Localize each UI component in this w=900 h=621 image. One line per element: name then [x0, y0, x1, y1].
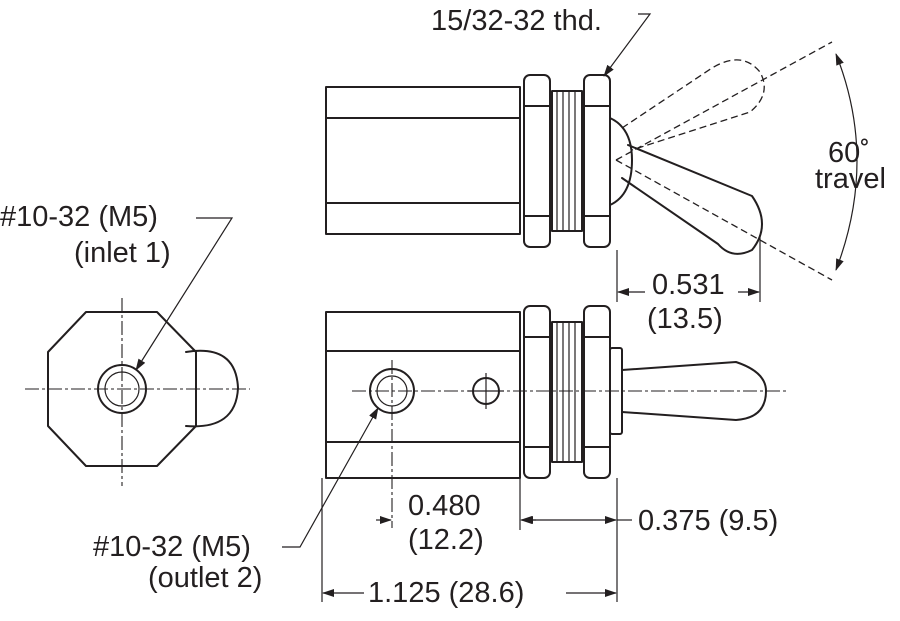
- travel-angle-label: travel: [815, 163, 886, 195]
- bushing-dimension: 0.375 (9.5): [521, 478, 778, 537]
- outlet-size-label: #10-32 (M5): [93, 531, 251, 563]
- end-view-hex-body: [47, 311, 197, 467]
- side-view-bushing-threads: [551, 321, 583, 463]
- port-position-mm: (12.2): [408, 524, 484, 556]
- side-view-right-nut: [583, 305, 611, 479]
- thread-label: 15/32-32 thd.: [431, 5, 602, 37]
- top-view-right-nut: [583, 74, 611, 248]
- travel-ray-upper: [615, 41, 833, 161]
- outlet-callout: #10-32 (M5) (outlet 2): [93, 407, 379, 594]
- inlet-leader-line: [135, 217, 234, 371]
- overall-length-dimension: 1.125 (28.6): [321, 478, 618, 609]
- thread-callout: 15/32-32 thd.: [431, 5, 652, 77]
- top-view-lever-solid: [621, 144, 763, 255]
- lever-length-mm: (13.5): [647, 303, 723, 335]
- thread-leader-line: [603, 13, 652, 77]
- travel-angle-callout: 60˚ travel: [815, 137, 886, 195]
- end-view: [25, 298, 250, 486]
- top-view-lever-hub: [609, 117, 633, 206]
- end-view-lever-knob: [185, 349, 239, 428]
- port-position-inches: 0.480: [408, 490, 481, 522]
- side-view-body: [325, 311, 521, 479]
- top-view-bushing-threads: [551, 90, 583, 232]
- outlet-name-label: (outlet 2): [148, 562, 262, 594]
- bushing-length-label: 0.375 (9.5): [638, 505, 778, 537]
- inlet-name-label: (inlet 1): [74, 237, 171, 269]
- top-view-body: [325, 86, 521, 235]
- overall-length-label: 1.125 (28.6): [368, 577, 524, 609]
- outlet-leader-line: [282, 407, 379, 548]
- side-view-left-nut: [523, 305, 551, 479]
- inlet-size-label: #10-32 (M5): [0, 201, 158, 233]
- top-view: [325, 41, 858, 281]
- travel-ray-lower: [615, 159, 833, 281]
- travel-arc: [835, 53, 858, 271]
- port-position-dimension: 0.480 (12.2): [376, 478, 536, 556]
- inlet-callout: #10-32 (M5) (inlet 1): [0, 201, 234, 371]
- lever-length-dimension: 0.531 (13.5): [616, 236, 761, 335]
- lever-length-inches: 0.531: [652, 269, 725, 301]
- travel-angle-value: 60˚: [828, 137, 870, 169]
- top-view-left-nut: [523, 74, 551, 248]
- side-view: [325, 305, 788, 528]
- top-view-lever-dashed: [621, 59, 765, 151]
